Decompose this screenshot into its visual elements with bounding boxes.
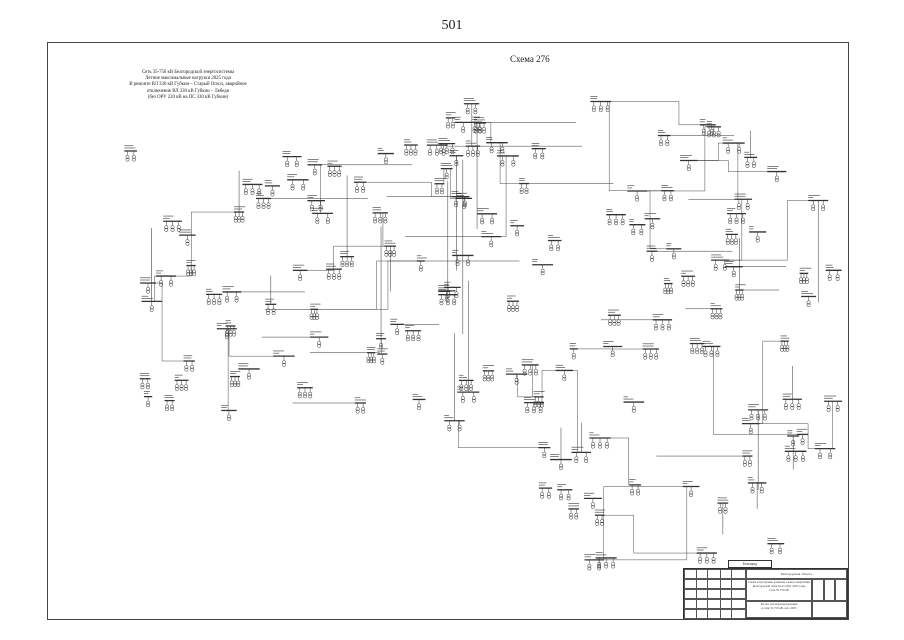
title-block-description: Схема и программа развития электроэнерге… [746,579,812,601]
drawing-frame [47,42,849,620]
schematic-lines [124,95,843,571]
scheme-title: Схема 276 [510,54,550,64]
title-block-footer-line: в сети 35-750 кВ, лето 2025 [761,606,797,610]
page-number: 501 [441,18,463,33]
legend-line: Сеть 35-750 кВ Белгородской энергосистем… [141,70,235,75]
title-block-top-label: Белгород [728,560,772,568]
title-block-desc-line: Сеть 35-750 кВ [769,588,789,592]
legend-line: Летние максимальные нагрузки 2025 года [145,76,231,82]
title-block-desc-line: Схема и программа развития электроэнерге… [748,580,810,584]
title-block-footer-line: Расчет потокораспределения [760,602,798,606]
title-block-desc-line: Белгородской области на 2021-2025 годы [752,584,806,588]
legend-line: отключение ВЛ 330 кВ Губкин – Лебеди [146,88,230,94]
title-block: Белгородская область Схема и программа р… [683,568,848,619]
scheme-legend: Сеть 35-750 кВ Белгородской энергосистем… [108,70,268,101]
title-block-footer: Расчет потокораспределения в сети 35-750… [746,601,812,618]
legend-line: В ремонте ВЛ 330 кВ Губкин – Старый Оско… [129,82,247,88]
title-block-org: Белгородская область [746,569,847,579]
legend-line: (без ОРУ 220 кВ на ПС 330 кВ Губкин) [147,94,229,100]
